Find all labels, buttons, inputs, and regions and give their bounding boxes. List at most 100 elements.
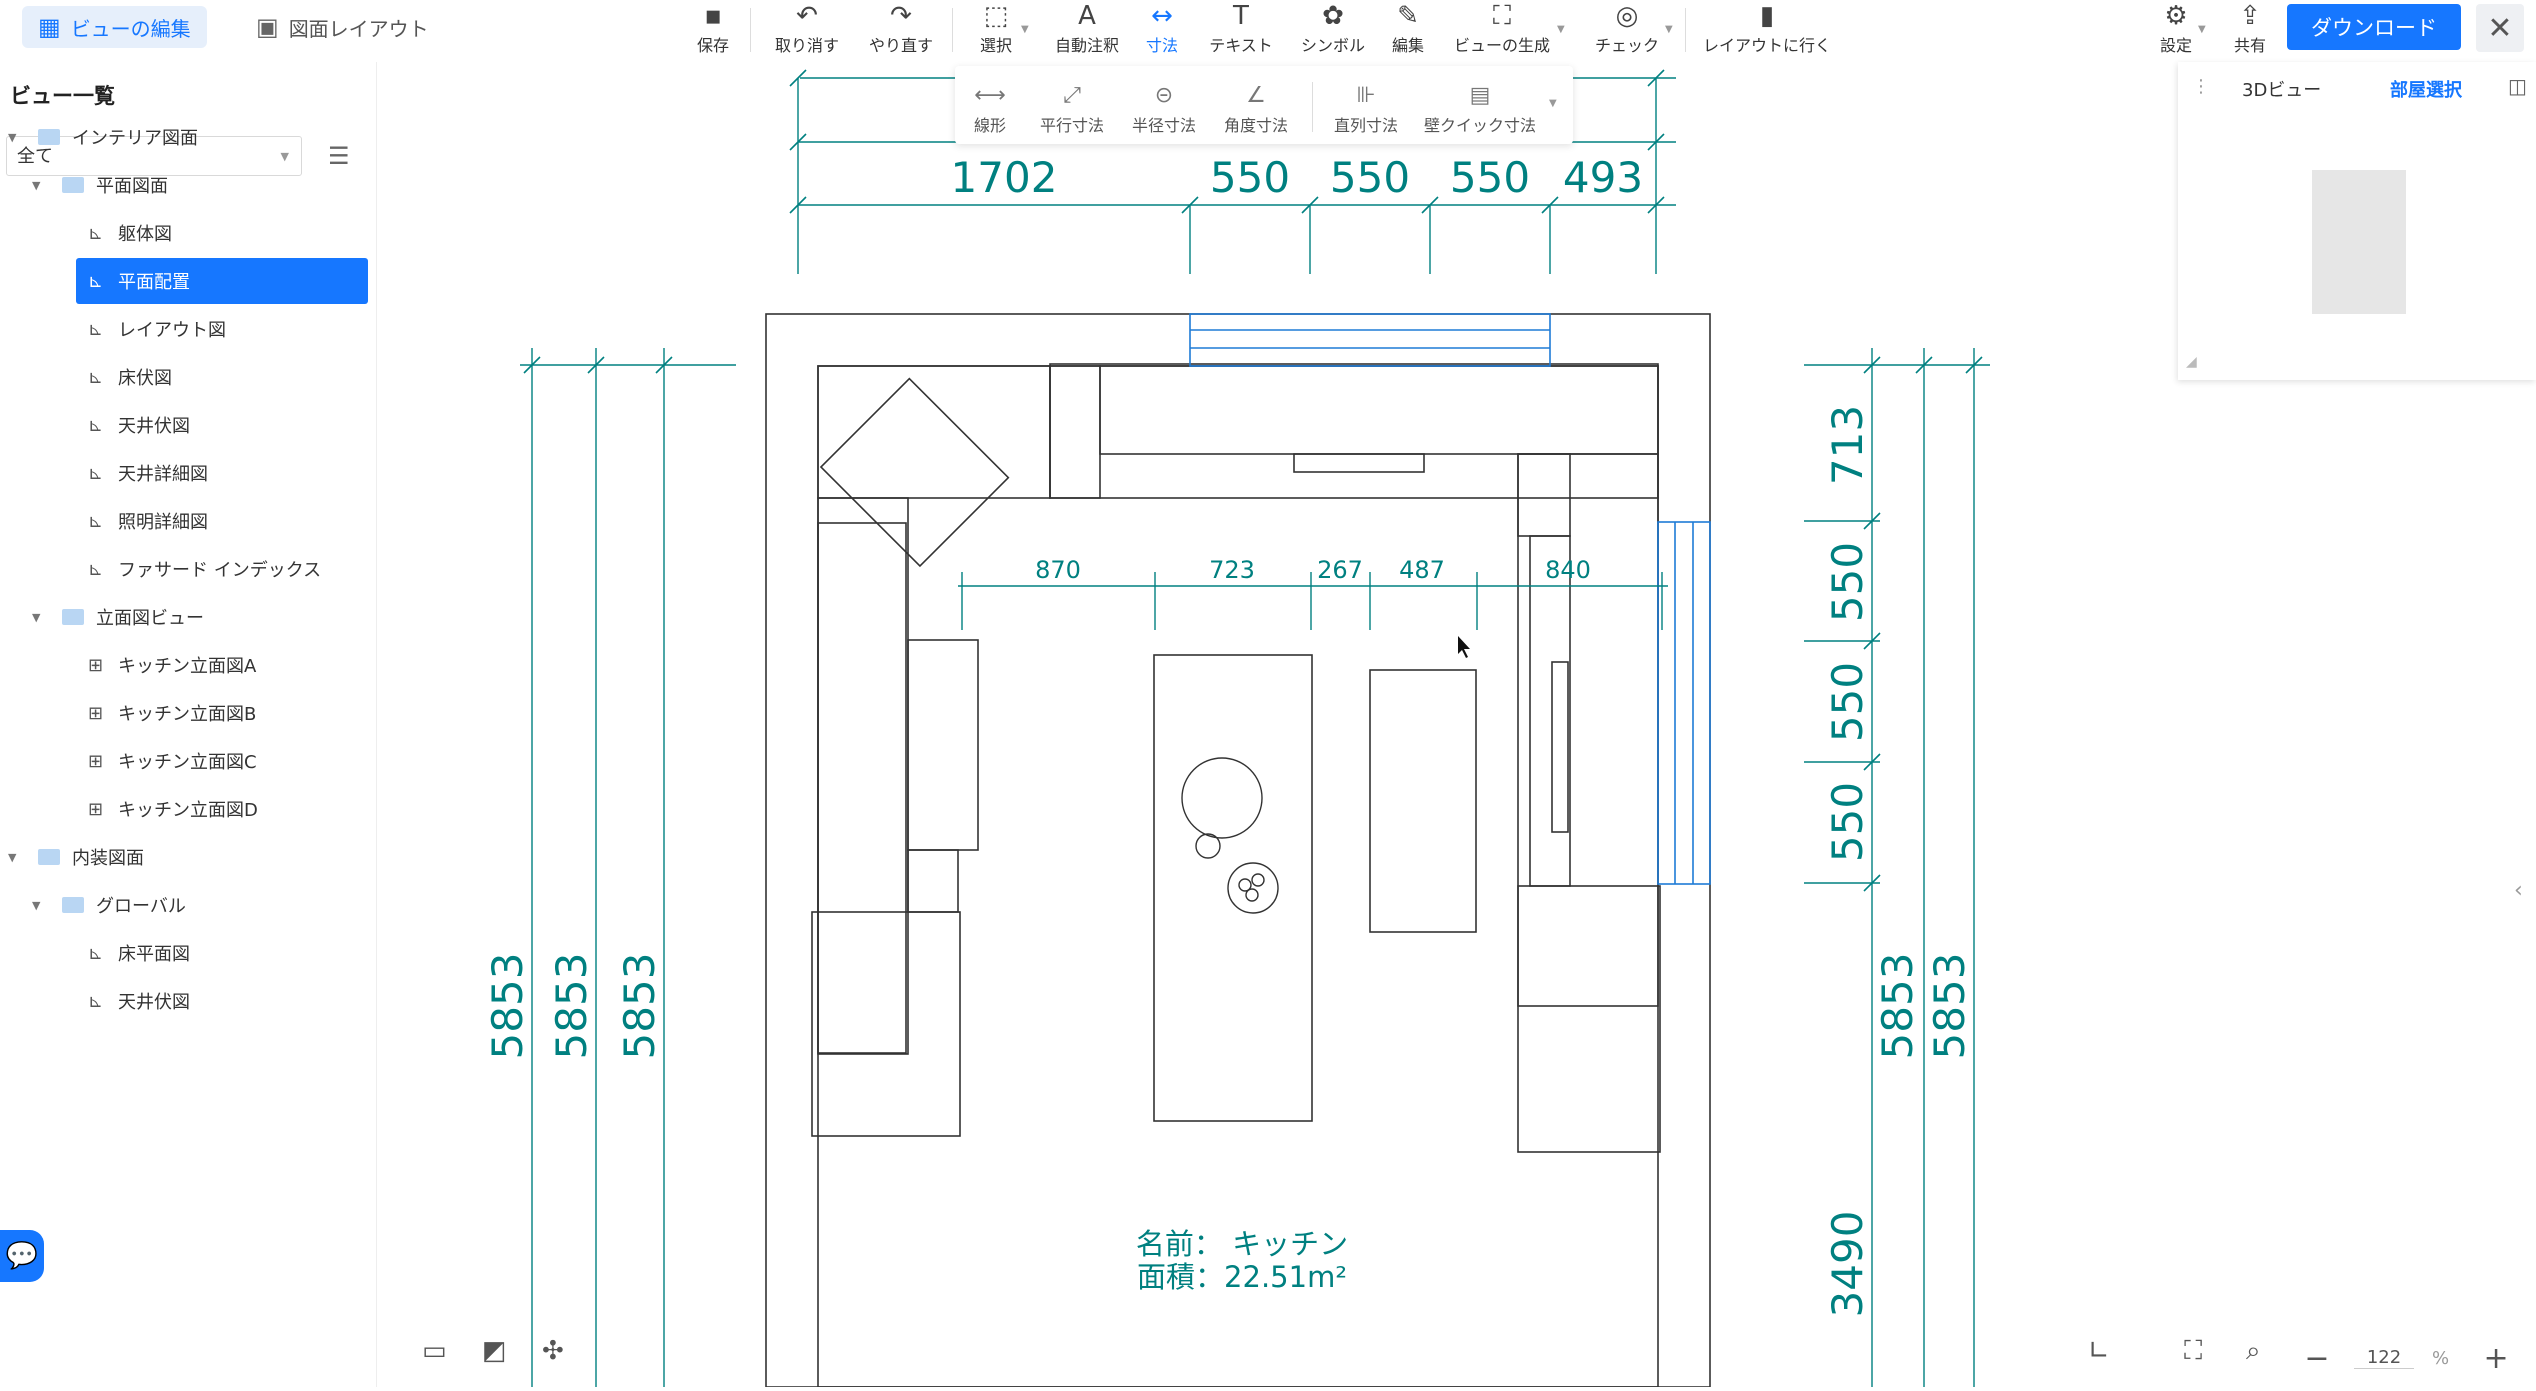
collapse-panel-icon[interactable]: ‹: [2514, 878, 2523, 903]
view-list-title: ビュー一覧: [10, 84, 115, 108]
tree-item[interactable]: ⊞キッチン立面図D: [76, 786, 368, 832]
tree-item[interactable]: ⊾躯体図: [76, 210, 368, 256]
tree-item-label: 天井伏図: [118, 992, 190, 1013]
tab-sheet-layout[interactable]: ▣ 図面レイアウト: [240, 6, 445, 48]
view-filter-select[interactable]: 全て ▼: [6, 136, 302, 176]
dim-top-4: 550: [1450, 153, 1530, 202]
zoom-value[interactable]: 122: [2354, 1347, 2414, 1369]
auto-annotate-label: 自動注釈: [1054, 36, 1119, 55]
expand-toggle-icon[interactable]: ▼: [32, 898, 41, 912]
chevron-down-icon: ▼: [280, 150, 289, 163]
tree-item[interactable]: ⊞ キッチン立面図B: [76, 690, 368, 736]
check-button[interactable]: ◎ チェック: [1592, 0, 1662, 56]
expand-toggle-icon[interactable]: ▼: [8, 850, 17, 864]
wall-quick-dim-icon: ▤: [1469, 83, 1491, 108]
tab-3d-view[interactable]: 3Dビュー: [2242, 80, 2322, 101]
room-thumbnail[interactable]: [2312, 170, 2406, 314]
tree-item[interactable]: ▼立面図ビュー: [32, 594, 204, 640]
aligned-dim-button[interactable]: ⤢ 平行寸法: [1035, 76, 1109, 136]
floor-plan-drawing[interactable]: 1702 550 550 550 493 870 723 267 487 840…: [377, 62, 2536, 1388]
dim-right-4: 550: [1823, 782, 1872, 862]
wall-quick-dim-button[interactable]: ▤ 壁クイック寸法: [1421, 76, 1539, 136]
tab-room-select[interactable]: 部屋選択: [2390, 80, 2462, 101]
select-button[interactable]: ⬚ 選択: [976, 0, 1016, 56]
generate-view-button[interactable]: ⛶ ビューの生成: [1450, 0, 1554, 56]
tree-item[interactable]: ⊾天井詳細図: [76, 450, 368, 496]
list-settings-icon[interactable]: ☰: [328, 142, 350, 170]
chat-button[interactable]: 💬: [0, 1230, 44, 1282]
tree-item[interactable]: ⊞キッチン立面図C: [76, 738, 368, 784]
share-label: 共有: [2233, 36, 2266, 55]
redo-button[interactable]: ↷ やり直す: [866, 0, 936, 56]
plan-view-icon: ⊾: [88, 558, 104, 580]
undo-label: 取り消す: [774, 36, 839, 55]
go-to-layout-button[interactable]: ▮ レイアウトに行く: [1702, 0, 1832, 56]
linear-dim-button[interactable]: ⟷ 線形: [965, 76, 1015, 136]
symbol-button[interactable]: ✿ シンボル: [1298, 0, 1368, 56]
expand-toggle-icon[interactable]: ▼: [32, 178, 41, 192]
generate-view-dropdown-icon[interactable]: ▼: [1557, 24, 1565, 35]
dimension-button[interactable]: ↔ 寸法: [1142, 0, 1182, 56]
window-right: [1657, 521, 1711, 885]
tab-edit-view[interactable]: ▦ ビューの編集: [22, 6, 207, 48]
view-preview-panel: ⋮ 3Dビュー 部屋選択 ◫ ◢: [2178, 62, 2536, 380]
cabinet-left-shelf: [907, 639, 979, 851]
tree-item[interactable]: ▼インテリア図面: [8, 114, 198, 160]
continuous-dim-label: 直列寸法: [1333, 116, 1398, 135]
select-label: 選択: [979, 36, 1012, 55]
axis-icon[interactable]: ∟: [2088, 1336, 2110, 1366]
tree-item[interactable]: ▼グローバル: [32, 882, 186, 928]
expand-toggle-icon[interactable]: ▼: [32, 610, 41, 624]
layer-icon[interactable]: ▭: [422, 1336, 447, 1366]
continuous-dim-button[interactable]: ⊪ 直列寸法: [1329, 76, 1403, 136]
tree-item[interactable]: ⊾天井伏図: [76, 402, 368, 448]
zoom-out-button[interactable]: −: [2304, 1340, 2330, 1376]
tool-icon[interactable]: ✣: [542, 1336, 564, 1366]
check-dropdown-icon[interactable]: ▼: [1665, 24, 1673, 35]
tree-item[interactable]: ⊾床伏図: [76, 354, 368, 400]
tree-item[interactable]: ⊞キッチン立面図A: [76, 642, 368, 688]
tree-item[interactable]: ▼平面図面: [32, 162, 168, 208]
drag-handle-icon[interactable]: ⋮: [2192, 76, 2210, 97]
dim-inner-3: 267: [1317, 556, 1363, 584]
resize-handle-icon[interactable]: ◢: [2186, 354, 2197, 370]
auto-annotate-button[interactable]: A 自動注釈: [1052, 0, 1122, 56]
plan-view-icon: ⊾: [88, 462, 104, 484]
save-button[interactable]: ▪ 保存: [693, 0, 733, 56]
edit-button[interactable]: ✎ 編集: [1388, 0, 1428, 56]
tree-item-label: キッチン立面図B: [118, 704, 257, 725]
tree-item[interactable]: ⊾照明詳細図: [76, 498, 368, 544]
tree-item[interactable]: ⊾床平面図: [76, 930, 368, 976]
wall-quick-dim-dropdown-icon[interactable]: ▼: [1549, 98, 1557, 109]
select-dropdown-icon[interactable]: ▼: [1021, 24, 1029, 35]
text-button[interactable]: T テキスト: [1206, 0, 1276, 56]
undo-button[interactable]: ↶ 取り消す: [772, 0, 842, 56]
cabinet-right-bottom: [1517, 885, 1661, 1153]
download-button[interactable]: ダウンロード: [2287, 4, 2461, 50]
tree-item-label: キッチン立面図C: [118, 752, 257, 773]
close-button[interactable]: ✕: [2476, 4, 2524, 52]
folder-icon: [62, 609, 84, 625]
tree-item[interactable]: ⊾レイアウト図: [76, 306, 368, 352]
tree-item-label: 躯体図: [118, 224, 172, 245]
expand-toggle-icon[interactable]: ▼: [8, 130, 17, 144]
angle-dim-button[interactable]: ∠ 角度寸法: [1219, 76, 1293, 136]
tree-item[interactable]: ⊾平面配置: [76, 258, 368, 304]
share-button[interactable]: ⇪ 共有: [2230, 0, 2270, 56]
undo-icon: ↶: [796, 1, 818, 31]
dim-top-1: 1702: [951, 153, 1058, 202]
settings-button[interactable]: ⚙ 設定: [2156, 0, 2196, 56]
elevation-view-icon: ⊞: [88, 702, 104, 724]
drawing-canvas[interactable]: 1702 550 550 550 493 870 723 267 487 840…: [377, 62, 2536, 1388]
share-icon: ⇪: [2239, 1, 2261, 31]
display-style-icon[interactable]: ◩: [482, 1336, 507, 1366]
tree-item[interactable]: ▼内装図面: [8, 834, 144, 880]
radius-dim-button[interactable]: ⊝ 半径寸法: [1127, 76, 1201, 136]
tree-item[interactable]: ⊾ファサード インデックス: [76, 546, 368, 592]
fit-view-icon[interactable]: ⛶: [2184, 1336, 2203, 1366]
zoom-window-icon[interactable]: ⌕: [2246, 1336, 2261, 1366]
expand-panel-icon[interactable]: ◫: [2508, 74, 2527, 98]
settings-dropdown-icon[interactable]: ▼: [2198, 24, 2206, 35]
zoom-in-button[interactable]: +: [2483, 1340, 2509, 1376]
tree-item[interactable]: ⊾天井伏図: [76, 978, 368, 1024]
